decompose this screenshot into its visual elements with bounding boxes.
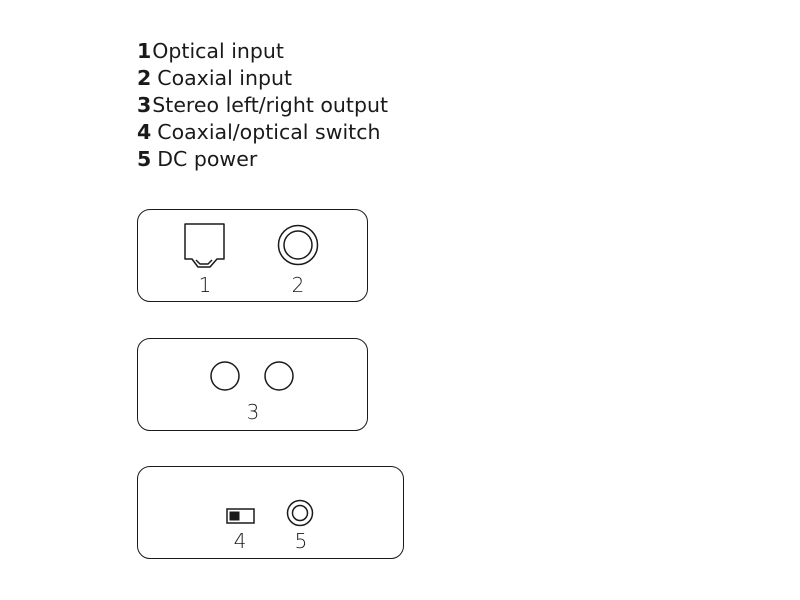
- legend-item-stereo-output: 3Stereo left/right output: [137, 92, 388, 119]
- callout-stereo-output: 3: [246, 400, 260, 424]
- input-panel: 1 2: [137, 209, 368, 302]
- dc-power-jack-inner-icon: [291, 504, 309, 522]
- output-panel: 3: [137, 338, 368, 431]
- legend-label: DC power: [157, 147, 258, 171]
- legend-label: Stereo left/right output: [152, 93, 388, 117]
- coaxial-input-jack-inner-icon: [283, 230, 313, 260]
- callout-dc-power: 5: [294, 529, 308, 553]
- control-panel-drawing: [226, 499, 314, 527]
- legend-number: 3: [137, 93, 152, 117]
- legend-number: 2: [137, 66, 152, 90]
- coaxial-optical-switch-icon: [226, 508, 255, 524]
- control-panel: 4 5: [137, 466, 404, 559]
- input-panel-drawing: [184, 223, 319, 268]
- legend-number: 1: [137, 39, 152, 63]
- legend-label: Optical input: [152, 39, 284, 63]
- legend-label: Coaxial input: [157, 66, 293, 90]
- callout-switch: 4: [233, 529, 247, 553]
- legend-item-optical-input: 1Optical input: [137, 38, 388, 65]
- callout-coaxial-input: 2: [291, 273, 305, 297]
- switch-knob-icon: [229, 511, 240, 521]
- dc-power-jack-icon: [286, 499, 314, 527]
- callout-optical-input: 1: [198, 273, 212, 297]
- stereo-left-output-jack-icon: [210, 361, 240, 391]
- legend-number: 5: [137, 147, 152, 171]
- stereo-right-output-jack-icon: [264, 361, 294, 391]
- output-panel-drawing: [210, 361, 294, 391]
- optical-input-port-inner-icon: [195, 259, 213, 265]
- optical-input-port-icon: [184, 223, 225, 268]
- legend-number: 4: [137, 120, 152, 144]
- coaxial-input-jack-icon: [277, 224, 319, 266]
- legend-label: Coaxial/optical switch: [157, 120, 381, 144]
